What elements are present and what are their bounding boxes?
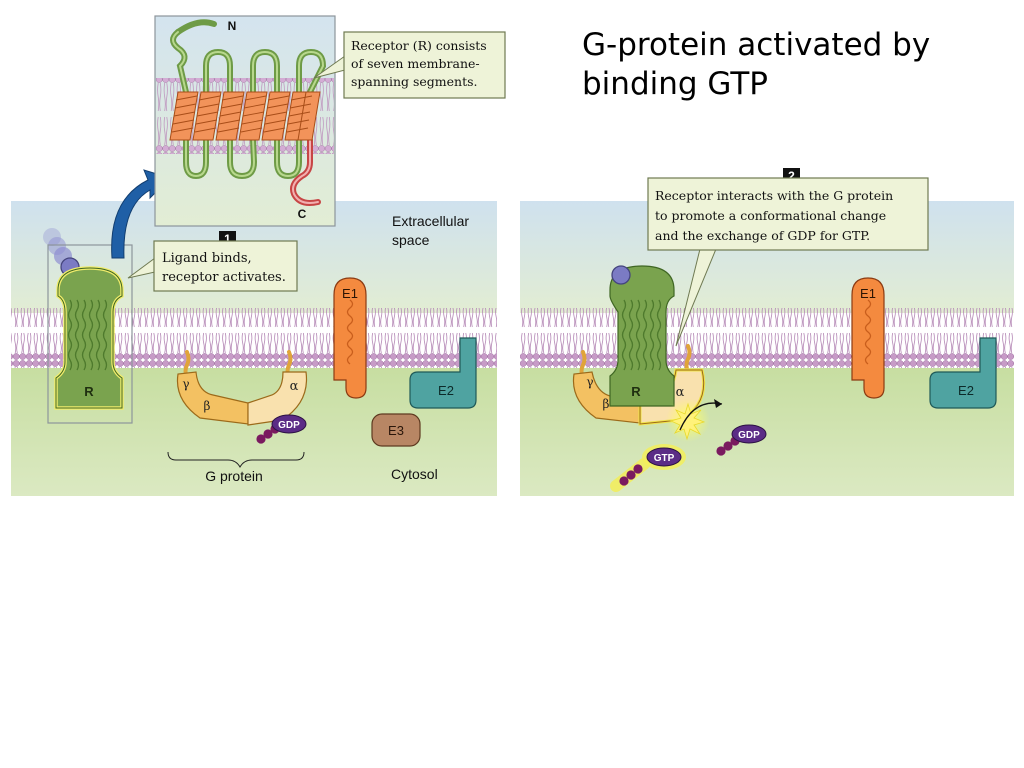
inset-n-terminus: N	[228, 19, 237, 33]
step-2-callout-text: Receptor interacts with the G protein to…	[655, 188, 897, 243]
exchange-burst	[669, 402, 706, 441]
e1-label-2: E1	[860, 286, 876, 301]
e3-protein: E3	[371, 413, 421, 447]
receptor-active	[54, 266, 124, 410]
gamma-label-1: γ	[182, 377, 189, 391]
step-1-number: 1	[224, 232, 231, 246]
e1-protein-2: E1	[851, 277, 885, 399]
panel-2: R γ β α GDP GTP	[520, 168, 1014, 496]
receptor-bound	[609, 265, 675, 407]
step-1-callout-text: Ligand binds, receptor activates.	[162, 251, 286, 285]
inset-callout-text: Receptor (R) consists of seven membrane-…	[351, 38, 491, 89]
panel-2-membrane	[520, 308, 1014, 368]
cytosol-label: Cytosol	[391, 466, 438, 482]
e2-label-1: E2	[438, 383, 454, 398]
ligand-2	[611, 265, 631, 285]
ligand-trail	[43, 228, 72, 265]
alpha-anchor-2	[684, 344, 692, 374]
receptor-label-1: R	[84, 384, 94, 399]
step-2-callout-box	[647, 177, 929, 251]
inset-callout-box	[343, 31, 506, 99]
e2-protein-2: E2	[929, 337, 997, 409]
step-1-callout-box	[153, 240, 298, 292]
alpha-label-1: α	[290, 379, 299, 394]
slide-title: G-protein activated by binding GTP	[582, 26, 1002, 104]
beta-label-1: β	[204, 399, 211, 413]
g-protein-brace	[167, 451, 305, 469]
e2-label-2: E2	[958, 383, 974, 398]
gdp-released: GDP	[716, 424, 767, 456]
gdp-bound: GDP	[256, 414, 307, 444]
receptor-highlight-box	[47, 244, 133, 424]
e1-label-1: E1	[342, 286, 358, 301]
gdp-label-2: GDP	[738, 430, 760, 441]
gdp-label-1: GDP	[278, 420, 300, 431]
step-2-number: 2	[788, 169, 795, 183]
inset-c-terminus: C	[298, 207, 307, 221]
inset-helices	[169, 91, 321, 141]
panel-1: R γ β α GDP G protein E1	[11, 169, 497, 496]
e2-protein-1: E2	[409, 337, 477, 409]
extracellular-label: Extracellular space	[392, 213, 473, 248]
beta-label-2: β	[603, 397, 610, 411]
g-protein: γ β α	[176, 350, 308, 426]
receptor-inset: N C	[154, 15, 336, 227]
slide-title-line-2: binding GTP	[582, 66, 768, 102]
e3-label: E3	[388, 423, 404, 438]
gamma-label-2: γ	[586, 375, 593, 389]
alpha-label-2: α	[676, 385, 685, 400]
gtp-label: GTP	[654, 453, 675, 464]
slide-title-line-1: G-protein activated by	[582, 27, 931, 63]
gtp-incoming: GTP	[610, 444, 686, 492]
g-protein-label: G protein	[205, 468, 263, 484]
receptor-label-2: R	[631, 384, 641, 399]
e1-protein-1: E1	[333, 277, 367, 399]
